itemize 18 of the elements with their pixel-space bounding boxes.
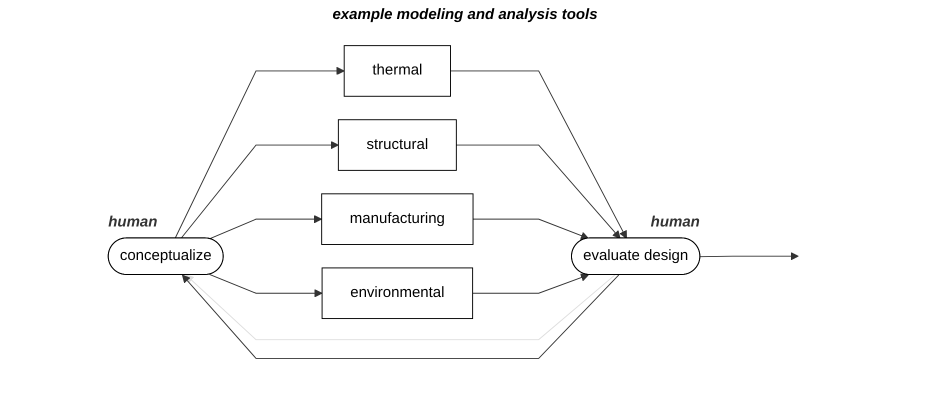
arrow xyxy=(472,274,589,294)
arrow xyxy=(180,140,339,239)
arrow xyxy=(186,274,616,340)
node-label: human xyxy=(650,214,700,230)
arrow xyxy=(209,274,322,298)
arrow xyxy=(209,215,322,240)
arrow xyxy=(472,218,589,240)
arrow xyxy=(450,70,627,239)
node-box: manufacturing xyxy=(321,193,474,245)
node-box: thermal xyxy=(344,45,451,97)
arrow xyxy=(182,274,620,359)
arrow xyxy=(700,252,799,260)
arrow xyxy=(174,66,345,239)
arrow xyxy=(456,144,621,239)
node-box: environmental xyxy=(322,267,474,320)
diagram-title: example modeling and analysis tools xyxy=(331,6,599,23)
node-box: structural xyxy=(338,119,457,171)
node-label: human xyxy=(108,214,158,230)
